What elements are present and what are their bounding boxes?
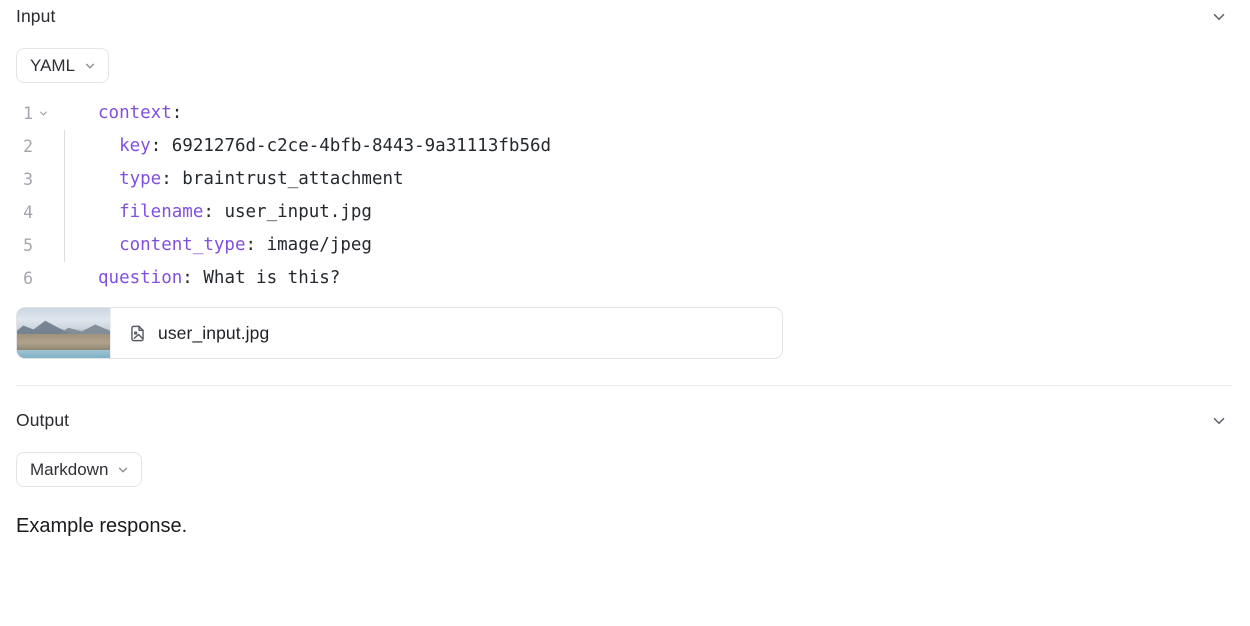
output-format-label: Markdown	[30, 460, 109, 479]
code-line: 2 key: 6921276d-c2ce-4bfb-8443-9a31113fb…	[0, 130, 1250, 163]
input-format-label: YAML	[30, 56, 76, 75]
section-divider	[16, 385, 1232, 386]
code-indent-guide	[56, 130, 84, 163]
code-token-key: key	[98, 136, 151, 156]
code-token-value: image/jpeg	[256, 235, 372, 255]
code-line-number: 2	[23, 137, 33, 156]
code-line-text: question: What is this?	[84, 262, 340, 295]
code-line: 3 type: braintrust_attachment	[0, 163, 1250, 196]
code-token-punct: :	[161, 169, 172, 189]
code-token-value: braintrust_attachment	[171, 169, 404, 189]
code-indent-guide	[56, 163, 84, 196]
code-indent-guide	[56, 229, 84, 262]
file-image-icon	[128, 324, 147, 343]
code-token-punct: :	[245, 235, 257, 255]
code-line-text: filename: user_input.jpg	[84, 196, 372, 229]
attachment-thumbnail	[17, 308, 111, 358]
code-token-key: type	[98, 169, 162, 189]
output-section: Output Markdown Example response.	[0, 404, 1250, 539]
code-line-number: 4	[23, 203, 33, 222]
code-line-text: key: 6921276d-c2ce-4bfb-8443-9a31113fb56…	[84, 130, 551, 163]
code-line: 1 context:	[0, 97, 1250, 130]
code-token-key: context	[98, 103, 172, 123]
code-token-punct: :	[150, 136, 162, 156]
input-collapse-chevron-down-icon[interactable]	[1206, 4, 1232, 30]
code-token-punct: :	[203, 202, 214, 222]
input-format-row: YAML	[16, 48, 1250, 83]
code-token-value: 6921276d-c2ce-4bfb-8443-9a31113fb56d	[161, 136, 552, 156]
output-format-row: Markdown	[16, 452, 1250, 487]
code-line-text: type: braintrust_attachment	[84, 163, 404, 196]
code-fold-chevron-down-icon[interactable]	[38, 108, 50, 119]
code-line: 5 content_type: image/jpeg	[0, 229, 1250, 262]
output-collapse-chevron-down-icon[interactable]	[1206, 408, 1232, 434]
code-line-number: 5	[23, 236, 33, 255]
chevron-down-icon	[116, 463, 130, 477]
code-indent-guide	[56, 262, 84, 295]
code-line: 4 filename: user_input.jpg	[0, 196, 1250, 229]
code-line-number: 6	[23, 269, 33, 288]
input-title: Input	[16, 6, 56, 27]
code-line-text: content_type: image/jpeg	[84, 229, 372, 262]
input-format-select[interactable]: YAML	[16, 48, 110, 83]
code-token-value: What is this?	[192, 268, 341, 288]
input-section-header: Input	[0, 0, 1250, 34]
code-line-number: 1	[0, 97, 56, 130]
attachment-filename: user_input.jpg	[158, 322, 270, 343]
code-indent-guide	[56, 196, 84, 229]
attachment-chip[interactable]: user_input.jpg	[16, 307, 783, 359]
code-token-key: content_type	[98, 235, 246, 255]
code-token-key: question	[98, 268, 183, 288]
code-line-text: context:	[84, 97, 182, 130]
code-token-key: filename	[98, 202, 204, 222]
output-body-text: Example response.	[16, 515, 188, 537]
attachment-chip-body: user_input.jpg	[111, 323, 269, 344]
output-title: Output	[16, 410, 70, 431]
code-token-punct: :	[182, 268, 193, 288]
output-format-select[interactable]: Markdown	[16, 452, 143, 487]
chevron-down-icon	[83, 59, 97, 73]
code-token-punct: :	[171, 103, 183, 123]
code-line: 6 question: What is this?	[0, 262, 1250, 295]
code-indent-guide	[56, 97, 84, 130]
code-line-number: 3	[23, 170, 33, 189]
code-token-value: user_input.jpg	[213, 202, 372, 222]
output-section-header: Output	[0, 404, 1250, 438]
